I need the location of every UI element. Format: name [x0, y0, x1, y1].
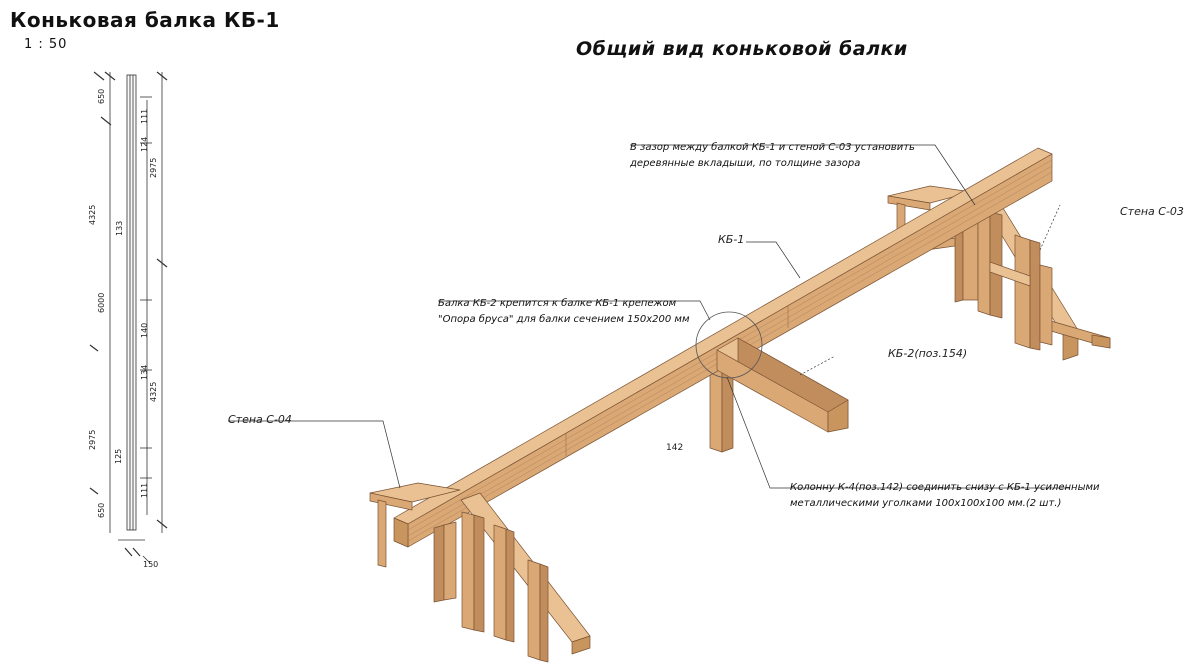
cross-beam-kb2	[716, 337, 849, 433]
kb2-note-line2: "Опора бруса" для балки сечением 150х200…	[438, 314, 690, 325]
dim-label: 133	[115, 221, 124, 236]
wall-post	[461, 511, 475, 631]
wall-c04-frame	[369, 482, 591, 663]
dim-label: 650	[97, 89, 106, 104]
column-k4	[709, 359, 734, 453]
dim-label: 140	[140, 323, 149, 338]
dim-label: 111	[140, 483, 149, 498]
label-wall-c03: Стена С-03	[1120, 205, 1184, 218]
wall-post	[433, 524, 445, 603]
beam-elevation	[89, 71, 168, 564]
wall-post	[527, 559, 541, 661]
beam-end	[827, 399, 849, 433]
label-wall-c04: Стена С-04	[228, 413, 292, 426]
label-pos142: 142	[666, 443, 684, 453]
label-kb1: КБ-1	[718, 233, 745, 246]
leader-kb2-pos	[799, 355, 836, 376]
isometric-view	[369, 147, 1111, 663]
gap-note: В зазор между балкой КБ-1 и стеной С-03 …	[630, 140, 915, 172]
elevation-dim-labels: 650 4325 6000 2975 650 111 124 133 140 1…	[88, 89, 158, 569]
wall-post	[977, 207, 991, 316]
kb2-note-line1: Балка КБ-2 крепится к балке КБ-1 крепежо…	[438, 298, 677, 309]
dim-label: 134	[140, 365, 149, 380]
column-note-line2: металлическими уголками 100х100х100 мм.(…	[790, 498, 1062, 509]
dim-label: 111	[140, 109, 149, 124]
beam-end	[393, 517, 409, 548]
wall-post	[1014, 234, 1031, 349]
dim-label: 650	[97, 503, 106, 518]
dim-label: 6000	[97, 293, 106, 313]
leader-wall-c03	[1039, 204, 1061, 251]
wall-c03-frame	[887, 185, 1111, 361]
leader-column-note	[726, 376, 1070, 489]
beam-top	[393, 147, 1053, 525]
view-title: Общий вид коньковой балки	[576, 38, 908, 60]
gap-note-line2: деревянные вкладыши, по толщине зазора	[630, 158, 861, 169]
dim-label: 124	[140, 137, 149, 152]
gap-note-line1: В зазор между балкой КБ-1 и стеной С-03 …	[630, 142, 915, 153]
dim-label: 150	[143, 560, 158, 569]
leader-wall-c04	[228, 420, 401, 489]
column-note-line1: Колонну К-4(поз.142) соединить снизу с К…	[790, 482, 1100, 493]
beam-elevation-outline	[126, 74, 137, 531]
leader-gap-note	[630, 144, 976, 206]
dim-label: 2975	[149, 158, 158, 178]
leader-kb1	[746, 241, 801, 279]
label-kb2-pos: КБ-2(поз.154)	[888, 347, 968, 360]
dim-label: 4325	[88, 205, 97, 225]
wall-post	[377, 499, 387, 568]
column-note: Колонну К-4(поз.142) соединить снизу с К…	[790, 480, 1100, 512]
page-title: Коньковая балка КБ-1	[10, 8, 280, 32]
kb2-note: Балка КБ-2 крепится к балке КБ-1 крепежо…	[438, 296, 690, 328]
dim-label: 2975	[88, 430, 97, 450]
leader-kb2-note	[438, 300, 711, 321]
scale-label: 1 : 50	[24, 37, 68, 52]
dim-label: 125	[114, 449, 123, 464]
wall-post	[493, 524, 507, 641]
dim-label: 4325	[149, 382, 158, 402]
leader-lines	[228, 144, 1070, 489]
junction-circle	[695, 311, 763, 379]
